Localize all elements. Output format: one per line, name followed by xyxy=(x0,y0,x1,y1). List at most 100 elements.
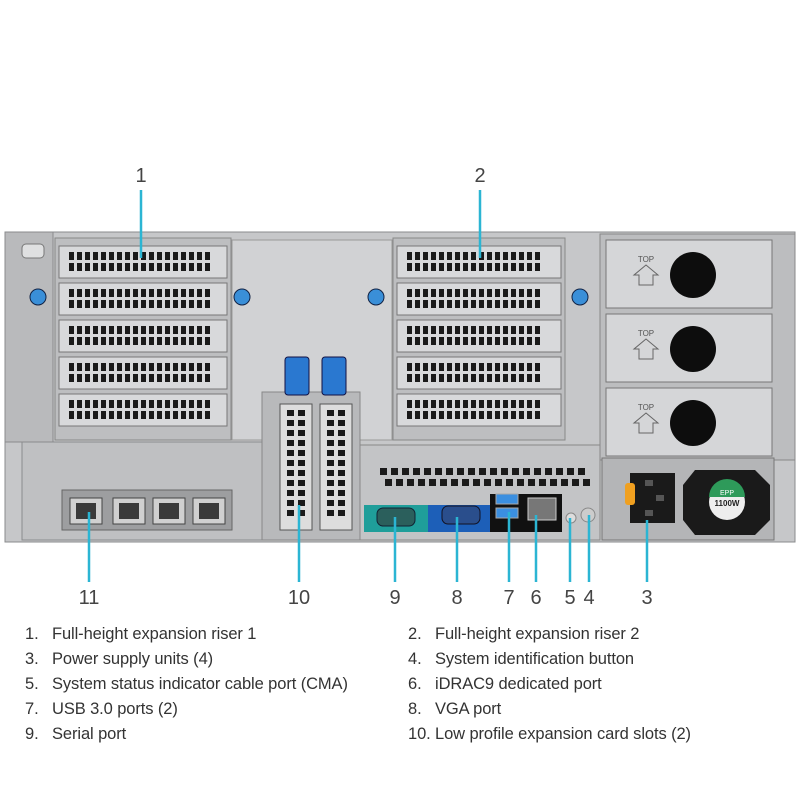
vent-hole xyxy=(447,411,452,419)
vent-hole xyxy=(511,363,516,371)
vent-hole xyxy=(327,470,334,476)
usb-port-1 xyxy=(495,493,519,505)
vent-hole xyxy=(149,411,154,419)
vent-hole xyxy=(69,411,74,419)
vent-hole xyxy=(69,263,74,271)
vent-hole xyxy=(407,252,412,260)
vent-hole xyxy=(495,337,500,345)
vent-hole xyxy=(407,363,412,371)
vent-hole xyxy=(511,400,516,408)
vent-hole xyxy=(439,263,444,271)
vent-hole xyxy=(495,374,500,382)
epp-label: EPP xyxy=(720,490,734,497)
vent-hole xyxy=(535,326,540,334)
psu-blank-hole xyxy=(670,326,716,372)
vent-hole xyxy=(407,289,412,297)
vent-hole xyxy=(527,374,532,382)
vent-hole xyxy=(125,326,130,334)
vent-hole xyxy=(457,468,464,475)
vent-hole xyxy=(431,289,436,297)
vent-hole xyxy=(141,252,146,260)
vent-hole xyxy=(109,252,114,260)
vent-hole xyxy=(487,263,492,271)
vent-hole xyxy=(572,479,579,486)
vent-hole xyxy=(101,263,106,271)
vent-hole xyxy=(77,300,82,308)
vent-hole xyxy=(479,326,484,334)
vent-hole xyxy=(85,337,90,345)
vent-hole xyxy=(487,411,492,419)
expansion-slot-bracket xyxy=(58,245,228,279)
handle-slot xyxy=(21,243,45,259)
vent-hole xyxy=(479,337,484,345)
vent-hole xyxy=(133,326,138,334)
vent-hole xyxy=(503,252,508,260)
vent-hole xyxy=(189,263,194,271)
vent-hole xyxy=(413,468,420,475)
vent-hole xyxy=(197,252,202,260)
vent-hole xyxy=(439,289,444,297)
vent-hole xyxy=(69,326,74,334)
vent-hole xyxy=(567,468,574,475)
low-profile-slot xyxy=(319,403,353,531)
vent-hole xyxy=(197,363,202,371)
vent-hole xyxy=(519,289,524,297)
vent-hole xyxy=(93,411,98,419)
vent-hole xyxy=(298,510,305,516)
vent-hole xyxy=(501,468,508,475)
vent-hole xyxy=(141,263,146,271)
vent-hole xyxy=(484,479,491,486)
vent-hole xyxy=(101,337,106,345)
wattage-label: 1100W xyxy=(715,499,740,508)
vent-hole xyxy=(471,363,476,371)
vent-hole xyxy=(439,252,444,260)
vent-hole xyxy=(133,289,138,297)
riser-1 xyxy=(54,237,232,441)
vent-hole xyxy=(117,326,122,334)
vent-hole xyxy=(327,430,334,436)
vent-hole xyxy=(391,468,398,475)
vent-hole xyxy=(77,374,82,382)
vent-hole xyxy=(69,289,74,297)
vent-hole xyxy=(69,300,74,308)
vent-hole xyxy=(527,400,532,408)
vent-hole xyxy=(423,363,428,371)
callout-number: 4 xyxy=(583,587,594,609)
vent-hole xyxy=(117,300,122,308)
vent-hole xyxy=(338,500,345,506)
vent-hole xyxy=(455,374,460,382)
vent-hole xyxy=(77,252,82,260)
legend-text: System identification button xyxy=(435,650,634,668)
callout-number: 11 xyxy=(79,587,100,609)
vent-hole xyxy=(117,289,122,297)
vent-hole xyxy=(550,479,557,486)
vent-hole xyxy=(495,289,500,297)
vent-hole xyxy=(298,440,305,446)
vent-hole xyxy=(327,450,334,456)
vent-hole xyxy=(287,420,294,426)
vent-hole xyxy=(535,252,540,260)
vent-hole xyxy=(431,252,436,260)
thumbscrew-icon xyxy=(233,288,251,306)
callout-number: 6 xyxy=(530,587,541,609)
legend-number: 8. xyxy=(408,700,422,718)
vent-hole xyxy=(101,400,106,408)
callout-number: 1 xyxy=(135,165,146,187)
vent-hole xyxy=(462,479,469,486)
vent-hole xyxy=(407,479,414,486)
vent-hole xyxy=(407,337,412,345)
vent-hole xyxy=(511,411,516,419)
vent-hole xyxy=(490,468,497,475)
vent-hole xyxy=(109,411,114,419)
network-ports xyxy=(69,497,226,525)
vent-hole xyxy=(133,300,138,308)
legend-text: USB 3.0 ports (2) xyxy=(52,700,178,718)
vent-hole xyxy=(298,430,305,436)
vent-hole xyxy=(535,289,540,297)
vent-hole xyxy=(189,252,194,260)
vent-hole xyxy=(423,326,428,334)
vent-hole xyxy=(539,479,546,486)
vent-hole xyxy=(77,337,82,345)
vent-hole xyxy=(415,411,420,419)
